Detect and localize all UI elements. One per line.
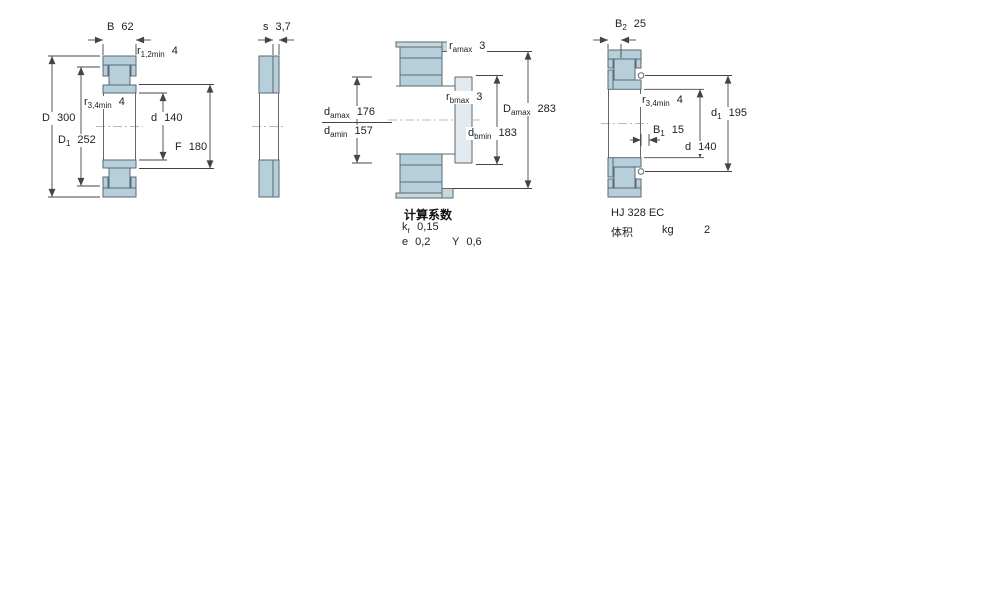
fig3-bearing-detail-lines bbox=[400, 57, 442, 183]
mass-label: 体积 bbox=[611, 227, 633, 239]
bearing-designation: HJ 328 EC bbox=[611, 207, 665, 219]
fig3-bearing-section bbox=[399, 46, 443, 194]
fig2-ring-section bbox=[258, 55, 280, 198]
fig4-dimensions bbox=[593, 36, 732, 172]
fig2-dimensions bbox=[258, 36, 294, 55]
fig4-lip-circles bbox=[637, 72, 645, 175]
fig2-detail-lines bbox=[259, 56, 279, 197]
fig3-dimensions bbox=[322, 51, 532, 189]
mass-unit: kg bbox=[662, 224, 674, 236]
fig3-shaft-lines bbox=[396, 85, 455, 155]
fig1-dimensions bbox=[48, 36, 214, 198]
fig1-bearing-section bbox=[102, 55, 137, 198]
mass-value: 2 bbox=[704, 224, 711, 236]
calculation-factors-title: 计算系数 bbox=[404, 208, 453, 222]
fig3-shaft-shoulder bbox=[454, 76, 473, 164]
fig4-bearing-section bbox=[607, 49, 642, 198]
